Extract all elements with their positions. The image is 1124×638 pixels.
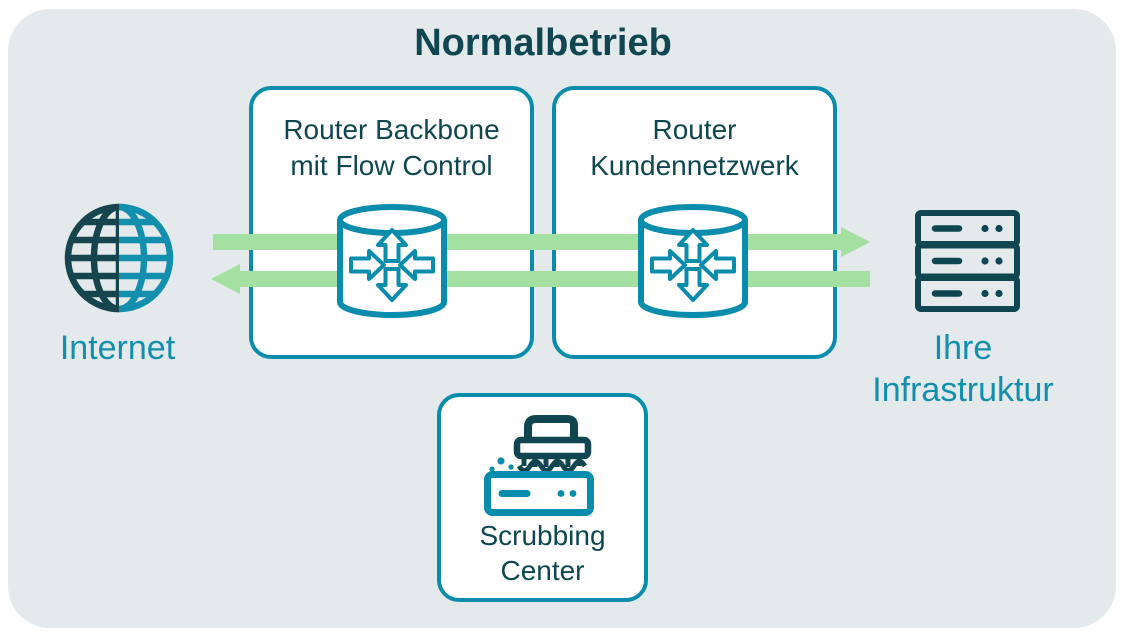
server-icon — [915, 210, 1020, 312]
infrastructure-label: Ihre Infrastruktur — [872, 329, 1054, 409]
router-icon — [638, 204, 748, 318]
globe-icon — [64, 203, 174, 313]
diagram-title: Normalbetrieb — [414, 22, 672, 64]
traffic-arrow-to-internet — [211, 264, 870, 294]
node-router-backbone-label: Router Backbone mit Flow Control — [283, 114, 500, 181]
internet-label: Internet — [59, 329, 176, 367]
node-router-kundennetzwerk-label: Router Kundennetzwerk — [590, 114, 799, 181]
router-icon — [337, 204, 447, 318]
scrubbing-center-label: Scrubbing Center — [479, 520, 606, 586]
scrubbing-brush-icon — [484, 415, 594, 516]
node-scrubbing-center: Scrubbing Center — [437, 393, 648, 602]
